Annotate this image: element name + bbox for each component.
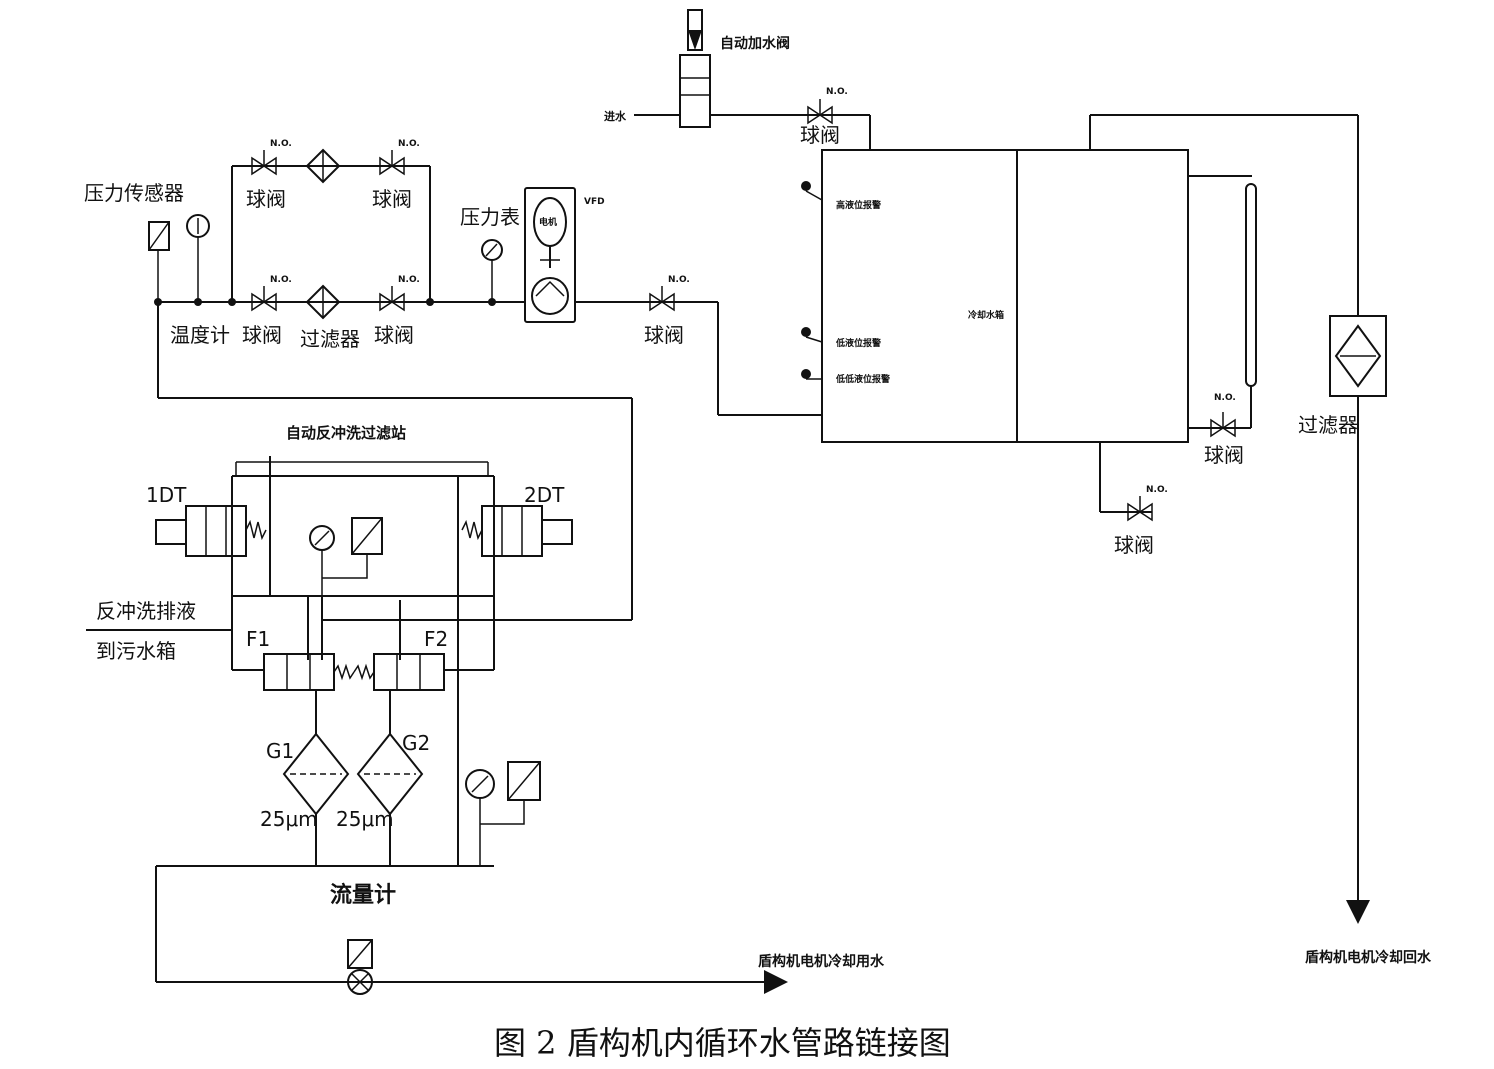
pressure-transmitter-icon [480,761,541,825]
pressure-transmitter-icon [322,517,383,579]
ball-valve-icon [379,150,405,176]
valve-f1-label: F1 [246,627,270,651]
valve-state-tag: N.O. [270,275,292,285]
pressure-gauge-icon [465,769,495,866]
filter-g2-label: G2 [402,731,430,755]
ball-valve-icon [649,286,675,312]
ball-valve-label: 球阀 [242,323,282,347]
backwash-drain-label: 反冲洗排液 [96,599,196,623]
pressure-gauge-label: 压力表 [460,205,520,229]
cooling-return-label: 盾构机电机冷却回水 [1305,949,1432,966]
thermometer-label: 温度计 [170,323,230,347]
tank-gauge-label: 低液位报警 [835,337,881,349]
auto-water-valve-label: 自动加水阀 [720,35,790,52]
tank-label: 冷却水箱 [968,309,1004,321]
level-tube-icon [1188,175,1257,429]
ball-valve-icon [1210,412,1236,438]
ball-valve-icon [379,286,405,312]
cooling-supply-label: 盾构机电机冷却用水 [758,953,885,970]
backwash-drain-label: 到污水箱 [96,639,176,663]
pressure-gauge-icon [309,525,335,596]
ball-valve-icon [807,99,833,125]
pump-motor-icon [524,187,576,323]
solenoid-valve-1dt [155,505,267,557]
valve-state-tag: N.O. [270,139,292,149]
valve-state-tag: N.O. [398,275,420,285]
ball-valve-icon [1127,496,1153,522]
ball-valve-label: 球阀 [372,187,412,211]
filter-icon [1329,315,1387,397]
main-supply-line [157,165,822,620]
ball-valve-label: 球阀 [1114,533,1154,557]
valve-state-tag: N.O. [1214,393,1236,403]
valve-f1 [263,653,355,691]
vfd-label: VFD [584,197,605,207]
valve-state-tag: N.O. [398,139,420,149]
filter-g1-label: G1 [266,739,294,763]
filter-label: 过滤器 [300,327,360,351]
ball-valve-label: 球阀 [800,123,840,147]
ball-valve-label: 球阀 [1204,443,1244,467]
figure-caption: 图 2 盾构机内循环水管路链接图 [494,1024,951,1062]
solenoid-2dt-label: 2DT [524,483,565,507]
ball-valve-icon [251,286,277,312]
ball-valve-icon [251,150,277,176]
water-in-label: 进水 [604,109,627,123]
thermometer-icon [186,214,210,302]
solenoid-valve-2dt [461,505,573,557]
tank-gauge-label: 低低液位报警 [835,373,890,385]
valve-f2 [353,653,445,691]
valve-state-tag: N.O. [826,87,848,97]
valve-state-tag: N.O. [668,275,690,285]
filter-g2-mesh: 25μm [336,807,394,831]
filter-icon [305,148,341,184]
tank-gauge-label: 高液位报警 [836,199,881,211]
filter-icon [305,284,341,320]
backwash-frame [231,456,632,866]
valve-state-tag: N.O. [1146,485,1168,495]
ball-valve-label: 球阀 [644,323,684,347]
flowmeter-icon [347,939,373,995]
valve-f2-label: F2 [424,627,448,651]
flowmeter-label: 流量计 [330,882,396,908]
pressure-sensor-label: 压力传感器 [84,181,184,205]
filter-label: 过滤器 [1298,413,1358,437]
ball-valve-label: 球阀 [246,187,286,211]
backwash-station-label: 自动反冲洗过滤站 [286,424,406,442]
auto-water-valve-icon [679,9,711,128]
filter-g1-mesh: 25μm [260,807,318,831]
motor-label: 电机 [539,216,557,228]
solenoid-1dt-label: 1DT [146,483,187,507]
pressure-sensor-icon [148,221,170,302]
pressure-gauge-icon [481,239,503,302]
level-switch-icon [801,181,823,380]
ball-valve-label: 球阀 [374,323,414,347]
water-tank [821,149,1189,443]
